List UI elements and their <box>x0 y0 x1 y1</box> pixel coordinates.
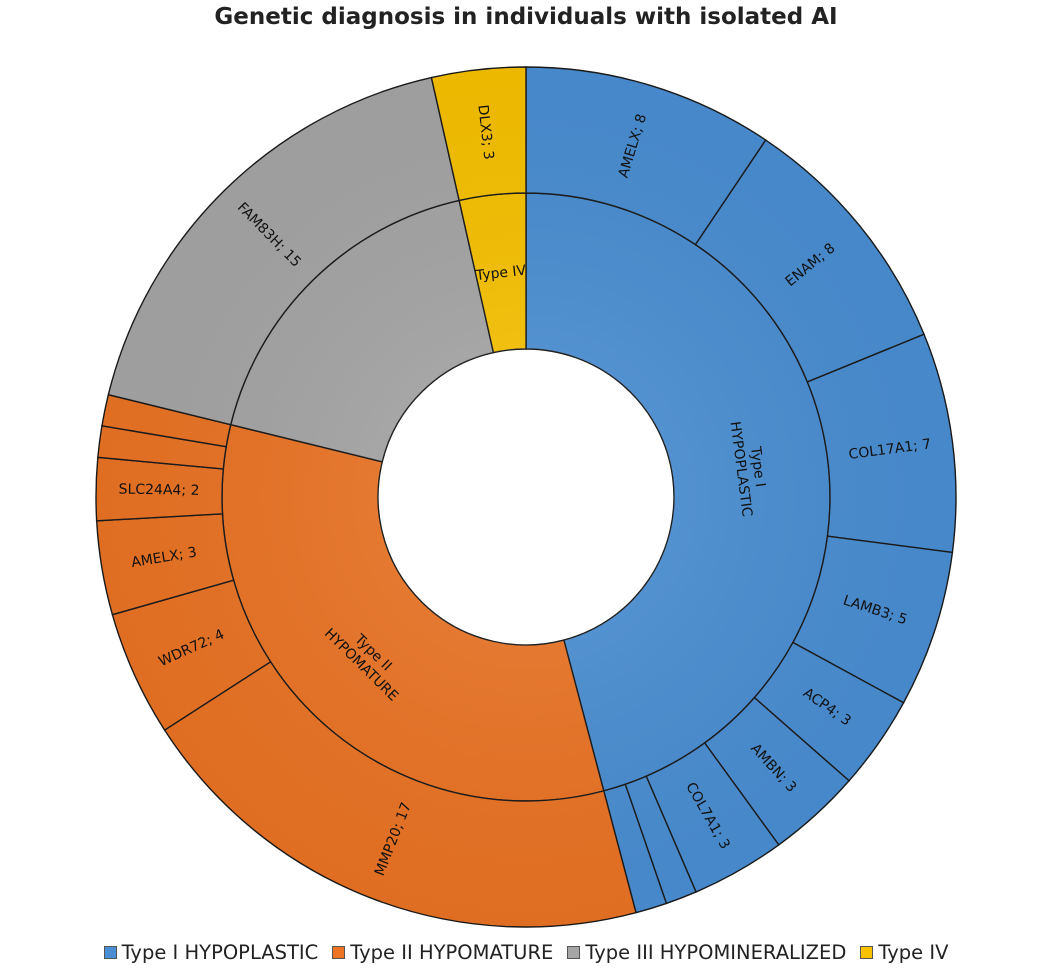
chart-title: Genetic diagnosis in individuals with is… <box>214 4 838 30</box>
legend-item-type-ii-hypomature: Type II HYPOMATURE <box>332 941 553 964</box>
legend-item-type-iv: Type IV <box>860 941 948 964</box>
outer-sector-shade-amelx <box>526 67 766 245</box>
inner-sector-shade-type-iii-hypomineralized <box>230 200 494 462</box>
outer-sector-shade-lamb3 <box>792 536 953 703</box>
legend-swatch <box>332 946 346 959</box>
outer-sector-shade-slc24a4 <box>95 457 224 521</box>
inner-ring <box>221 192 831 802</box>
outer-sector-shade-ambn <box>704 697 850 845</box>
outer-label-type-iv-dlx3: DLX3; 3 <box>474 104 496 161</box>
outer-sector-shade-unlabeled-8 <box>603 784 667 913</box>
outer-sector-shade-unlabeled-4 <box>97 425 227 469</box>
legend-label: Type I HYPOPLASTIC <box>121 941 319 964</box>
outer-sector-shade-fam83h <box>108 77 460 425</box>
inner-sector-shade-type-i-hypoplastic <box>526 193 830 791</box>
outer-sector-shade-amelx <box>96 513 234 615</box>
outer-sector-shade-enam <box>695 140 925 382</box>
legend-item-type-iii-hypomineralized: Type III HYPOMINERALIZED <box>567 941 846 964</box>
legend: Type I HYPOPLASTIC Type II HYPOMATURE Type… <box>0 941 1052 964</box>
inner-label-line: Type I <box>747 445 768 488</box>
legend-item-type-i-hypoplastic: Type I HYPOPLASTIC <box>103 941 319 964</box>
legend-label: Type IV <box>878 941 949 964</box>
outer-sector-shade-wdr72 <box>112 580 271 731</box>
outer-sector-shade-unlabeled-5 <box>101 394 231 447</box>
inner-sector-shade-type-iv <box>459 193 526 353</box>
outer-sector-shade-mmp20 <box>164 661 637 928</box>
inner-label-line: Type IV <box>474 263 527 285</box>
outer-sector-shade-col7a1 <box>646 742 779 892</box>
outer-ring <box>95 66 957 928</box>
legend-swatch <box>567 946 581 959</box>
inner-sector-shade-type-ii-hypomature <box>222 424 604 801</box>
outer-sector-shade-unlabeled-7 <box>625 776 697 904</box>
outer-sector-shade-acp4 <box>754 642 904 781</box>
outer-label-type-ii-hypomature-slc24a4: SLC24A4; 2 <box>118 481 199 498</box>
legend-label: Type II HYPOMATURE <box>350 941 554 964</box>
inner-label-type-iv: Type IV <box>474 263 527 285</box>
outer-sector-shade-col17a1 <box>807 334 957 553</box>
outer-sector-shade-dlx3 <box>431 67 526 201</box>
legend-swatch <box>103 946 117 959</box>
legend-swatch <box>860 946 874 959</box>
legend-label: Type III HYPOMINERALIZED <box>585 941 847 964</box>
